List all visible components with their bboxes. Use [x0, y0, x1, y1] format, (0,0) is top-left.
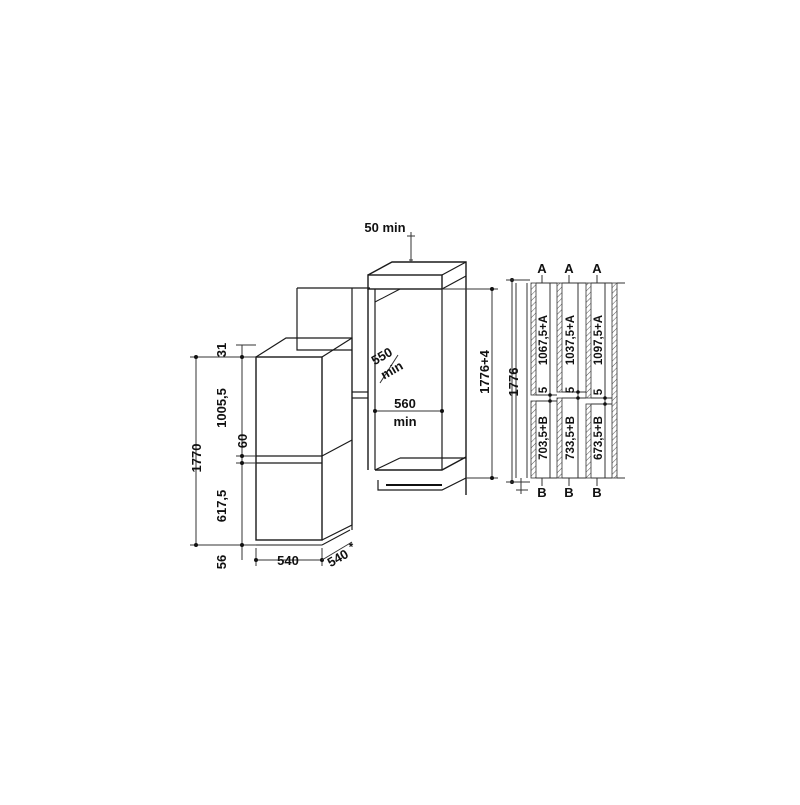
dim-width-min-unit: min [393, 414, 416, 429]
door-panel-section [506, 275, 625, 494]
dim-top-gap: 50 min [364, 220, 405, 235]
depth-min-line [379, 354, 399, 384]
dim-depth: 540 [325, 546, 351, 570]
dim-door-overall: 1776 [506, 368, 521, 397]
config-3-gap: 5 [593, 388, 605, 395]
appliance-drawing [255, 287, 370, 546]
top-gap-marker [407, 232, 415, 262]
config-1-lower: 703,5+B [538, 416, 550, 460]
niche-height-dim [442, 287, 498, 480]
letter-a-3: A [592, 261, 602, 276]
dim-depth-note: * [349, 542, 354, 554]
config-2-gap: 5 [565, 386, 577, 393]
dim-width-min: 560 [394, 396, 416, 411]
letter-a-1: A [537, 261, 547, 276]
config-3-lower: 673,5+B [593, 416, 605, 460]
config-3-upper: 1097,5+A [593, 315, 605, 365]
dim-lower-door: 617,5 [214, 490, 229, 523]
config-1-gap: 5 [538, 386, 550, 393]
dim-upper-door: 1005,5 [214, 388, 229, 428]
dim-door-gap: 60 [235, 434, 250, 448]
letter-b-2: B [564, 485, 573, 500]
dim-width: 540 [277, 553, 299, 568]
dim-total-height: 1770 [189, 444, 204, 473]
config-2-lower: 733,5+B [565, 416, 577, 460]
dim-plinth: 56 [214, 555, 229, 569]
config-2-upper: 1037,5+A [565, 315, 577, 365]
letter-a-2: A [564, 261, 574, 276]
letter-b-3: B [592, 485, 601, 500]
left-dimension-chain [190, 344, 353, 566]
letter-b-1: B [537, 485, 546, 500]
dim-niche-height: 1776+4 [477, 349, 492, 394]
dim-top-offset: 31 [214, 343, 229, 357]
niche-drawing [352, 261, 467, 495]
config-1-upper: 1067,5+A [538, 315, 550, 365]
